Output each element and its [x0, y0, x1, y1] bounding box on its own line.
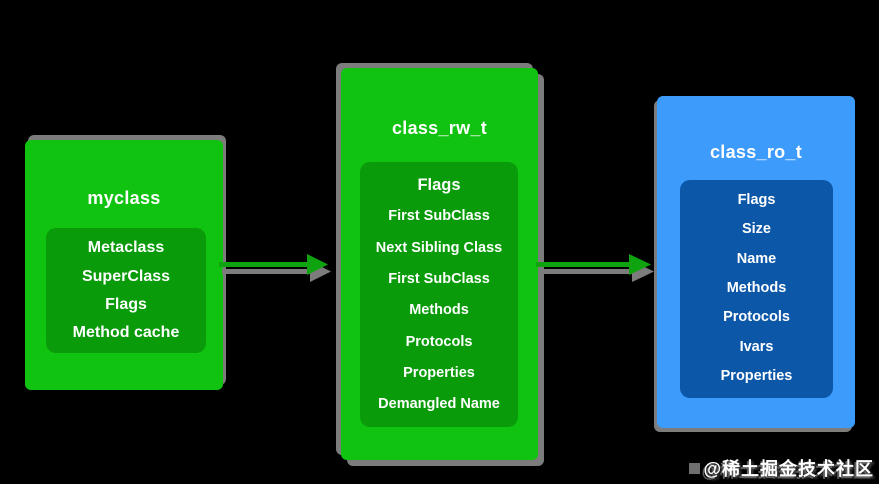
arrow-classrwt-to-classrot-icon	[536, 254, 654, 282]
field-next-sibling-class: Next Sibling Class	[375, 239, 503, 256]
field-size: Size	[741, 221, 771, 238]
node-class-ro-t: class_ro_t Flags Size Name Methods Proto…	[657, 96, 855, 428]
node-myclass: myclass Metaclass SuperClass Flags Metho…	[25, 140, 223, 390]
field-methods: Methods	[409, 302, 469, 319]
field-properties: Properties	[403, 364, 475, 381]
node-myclass-field-list: Metaclass SuperClass Flags Method cache	[46, 228, 206, 353]
field-properties: Properties	[720, 368, 793, 385]
field-method-cache: Method cache	[72, 324, 180, 342]
field-superclass: SuperClass	[81, 267, 171, 285]
node-class-rw-t-field-list: Flags First SubClass Next Sibling Class …	[360, 162, 518, 427]
field-first-subclass: First SubClass	[388, 208, 490, 225]
node-myclass-title: myclass	[87, 188, 161, 208]
node-class-ro-t-field-list: Flags Size Name Methods Protocols Ivars …	[680, 180, 833, 398]
field-flags: Flags	[737, 191, 776, 208]
field-metaclass: Metaclass	[87, 239, 165, 257]
field-flags: Flags	[417, 175, 461, 194]
node-class-rw-t-title: class_rw_t	[391, 118, 488, 138]
watermark-text: @稀土掘金技术社区	[703, 459, 874, 479]
arrow-myclass-to-classrwt-icon	[219, 254, 331, 282]
node-class-ro-t-title: class_ro_t	[709, 142, 803, 162]
field-flags: Flags	[105, 295, 147, 313]
watermark-block-icon	[689, 462, 701, 474]
field-methods: Methods	[726, 280, 787, 296]
node-class-rw-t: class_rw_t Flags First SubClass Next Sib…	[341, 68, 538, 460]
field-first-subclass-2: First SubClass	[388, 270, 490, 287]
field-demangled-name: Demangled Name	[378, 396, 500, 413]
watermark: @稀土掘金技术社区	[689, 455, 874, 481]
field-name: Name	[736, 250, 777, 267]
field-protocols: Protocols	[405, 333, 473, 350]
field-ivars: Ivars	[739, 338, 774, 355]
field-protocols: Protocols	[723, 309, 790, 326]
